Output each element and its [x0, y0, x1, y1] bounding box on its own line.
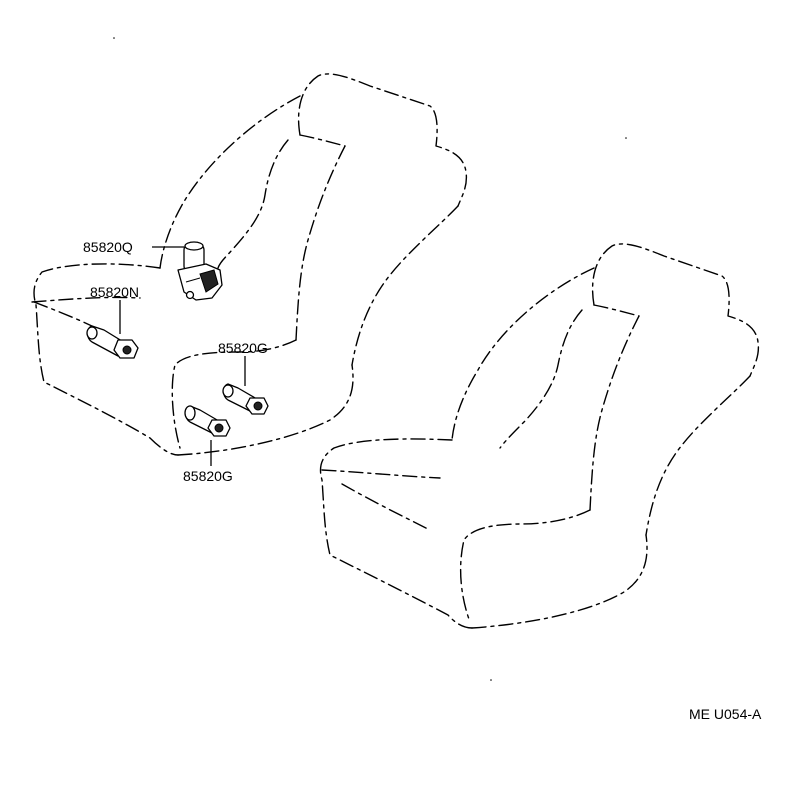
- label-85820g-lower: 85820G: [183, 468, 233, 484]
- label-85820g-upper: 85820G: [218, 340, 268, 356]
- figure-code: ME U054-A: [689, 706, 762, 722]
- right-seat-outline: [319, 243, 760, 629]
- left-seat-outline: [31, 73, 468, 456]
- motor-85820q-icon[interactable]: [177, 241, 223, 301]
- label-85820q: 85820Q: [83, 239, 133, 255]
- motor-85820g-lower-icon[interactable]: [184, 405, 231, 437]
- motor-85820g-upper-icon[interactable]: [222, 383, 269, 415]
- motor-85820n-icon[interactable]: [86, 325, 139, 359]
- label-85820n: 85820N: [90, 284, 140, 300]
